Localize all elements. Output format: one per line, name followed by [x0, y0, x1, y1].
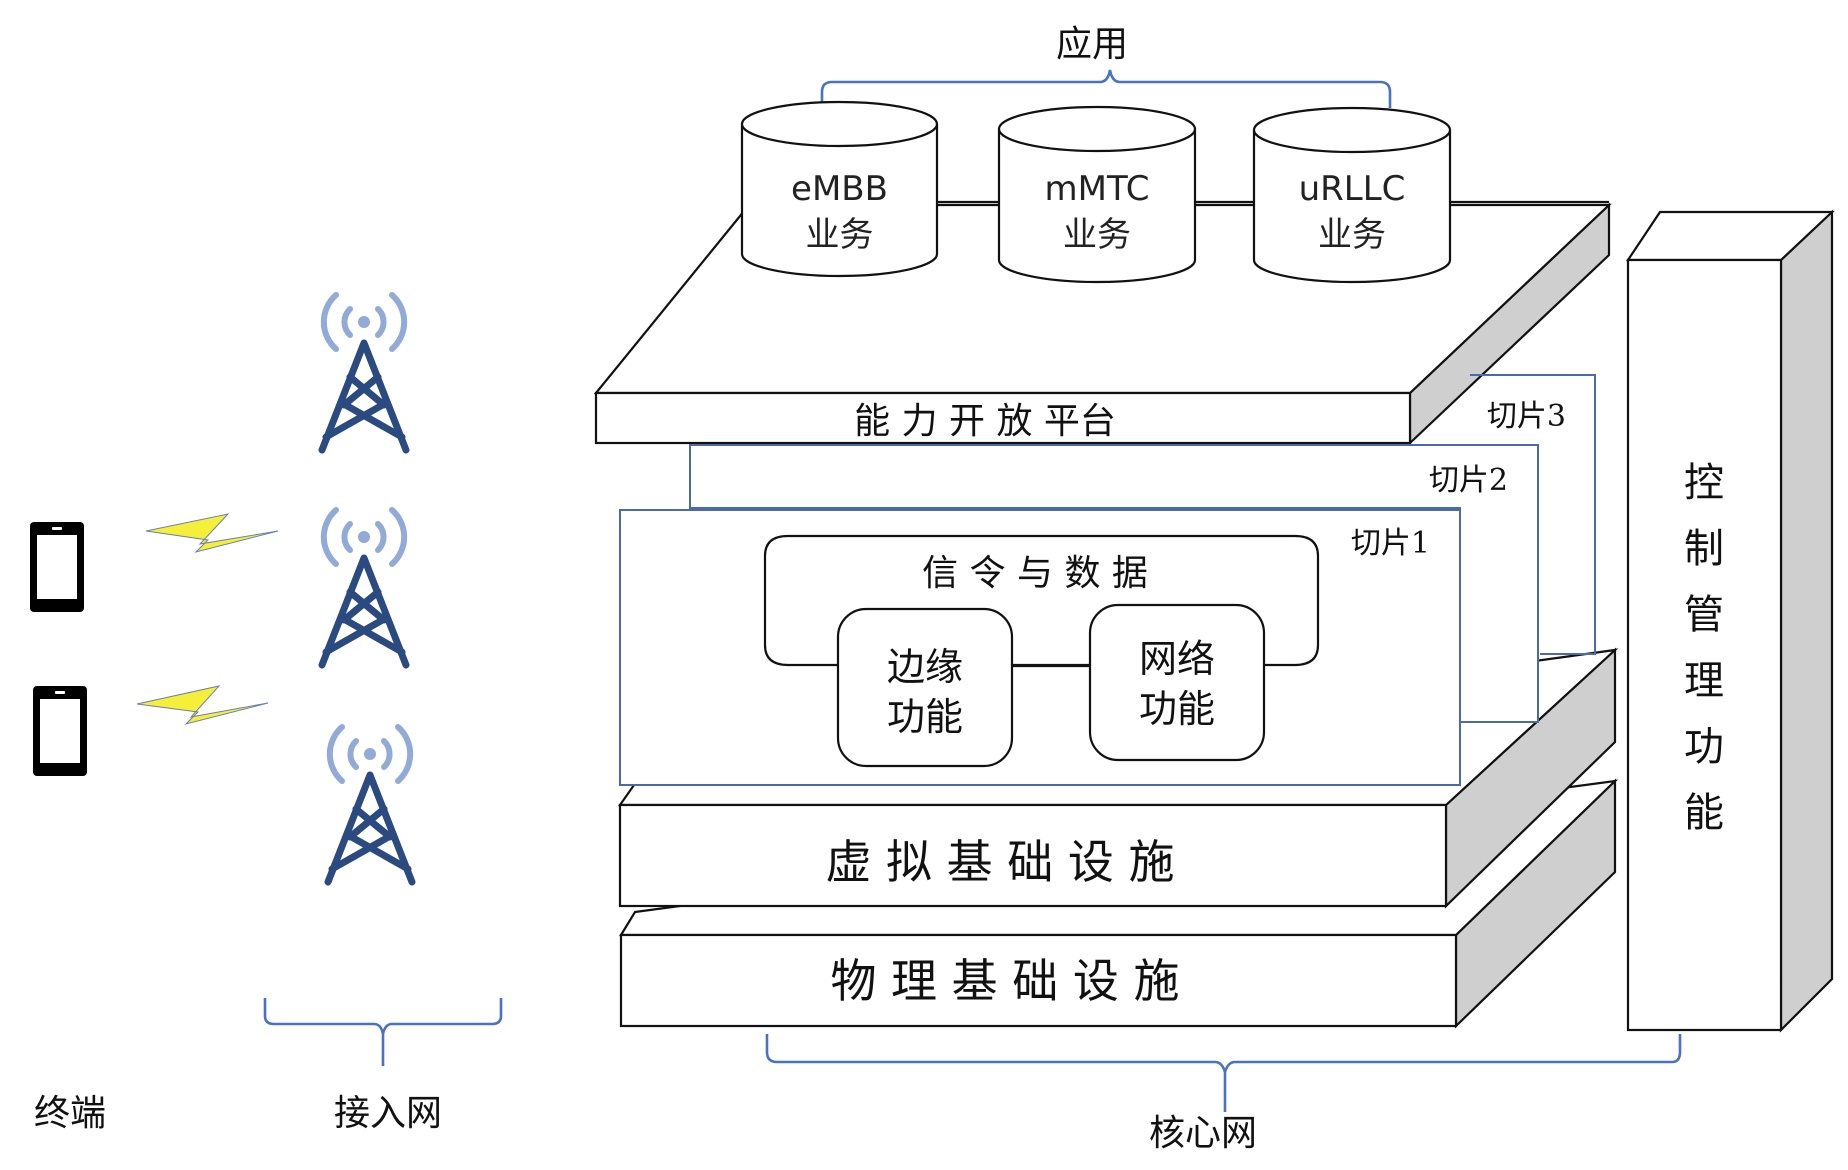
access-network-brace — [263, 998, 503, 1066]
network-function-line1: 网络 — [1139, 637, 1215, 681]
base-stations — [318, 292, 416, 886]
control-label-char: 控 — [1684, 460, 1724, 506]
app-urllc-sub: 业务 — [1318, 215, 1386, 255]
cell-tower-icon — [318, 507, 410, 669]
core-network-brace — [765, 1034, 1682, 1112]
core-network-label: 核心网 — [1149, 1113, 1257, 1154]
edge-function-line1: 边缘 — [887, 645, 963, 689]
slice-2-label: 切片2 — [1429, 463, 1508, 498]
access-network-label: 接入网 — [334, 1093, 442, 1134]
network-function-line2: 功能 — [1139, 687, 1215, 731]
virtual-label: 虚 拟 基 础 设 施 — [825, 835, 1174, 889]
lightning-icon — [136, 685, 269, 725]
control-label-char: 管 — [1684, 592, 1724, 638]
slice-1[interactable]: 切片1 信 令 与 数 据 边缘 功能 网络 功能 — [619, 509, 1461, 786]
control-label-char: 功 — [1684, 724, 1724, 770]
slice-3[interactable]: 切片3 — [1470, 374, 1596, 655]
phone-2[interactable] — [33, 686, 87, 776]
physical-label: 物 理 基 础 设 施 — [830, 954, 1179, 1008]
slice-1-label: 切片1 — [1351, 526, 1430, 561]
app-embb-name: eMBB — [791, 169, 888, 209]
app-embb-sub: 业务 — [806, 215, 874, 255]
edge-function-line2: 功能 — [887, 695, 963, 739]
control-front-face — [1626, 258, 1783, 1032]
app-embb[interactable]: eMBB 业务 — [740, 100, 939, 278]
cell-tower-icon — [324, 724, 416, 886]
apps-brace — [820, 69, 1392, 108]
slice-3-label: 切片3 — [1487, 399, 1566, 434]
tower-3 — [324, 724, 416, 886]
cell-tower-icon — [318, 292, 410, 454]
tower-2 — [318, 507, 410, 669]
phone-1[interactable] — [30, 522, 84, 612]
apps-label: 应用 — [1056, 24, 1128, 65]
wireless-link-2 — [136, 685, 269, 725]
edge-function-box[interactable]: 边缘 功能 — [836, 607, 1014, 768]
terminal-label: 终端 — [34, 1093, 106, 1134]
app-mmtc[interactable]: mMTC 业务 — [997, 105, 1197, 284]
tower-1 — [318, 292, 410, 454]
control-label-char: 理 — [1684, 658, 1724, 704]
control-side-face — [1779, 209, 1834, 1033]
app-urllc[interactable]: uRLLC 业务 — [1252, 106, 1452, 284]
lightning-icon — [145, 513, 279, 553]
app-urllc-name: uRLLC — [1299, 169, 1406, 209]
wireless-link-1 — [145, 513, 279, 553]
signal-data-label: 信 令 与 数 据 — [922, 553, 1148, 594]
control-label-char: 制 — [1684, 526, 1724, 572]
platform-label: 能 力 开 放 平台 — [854, 401, 1116, 442]
platform-front-face — [594, 391, 1412, 445]
app-mmtc-sub: 业务 — [1063, 215, 1131, 255]
virtual-front-face — [618, 803, 1448, 908]
network-function-box[interactable]: 网络 功能 — [1088, 603, 1266, 762]
app-mmtc-name: mMTC — [1045, 169, 1150, 209]
physical-front-face — [619, 933, 1458, 1028]
control-label-char: 能 — [1684, 790, 1724, 836]
